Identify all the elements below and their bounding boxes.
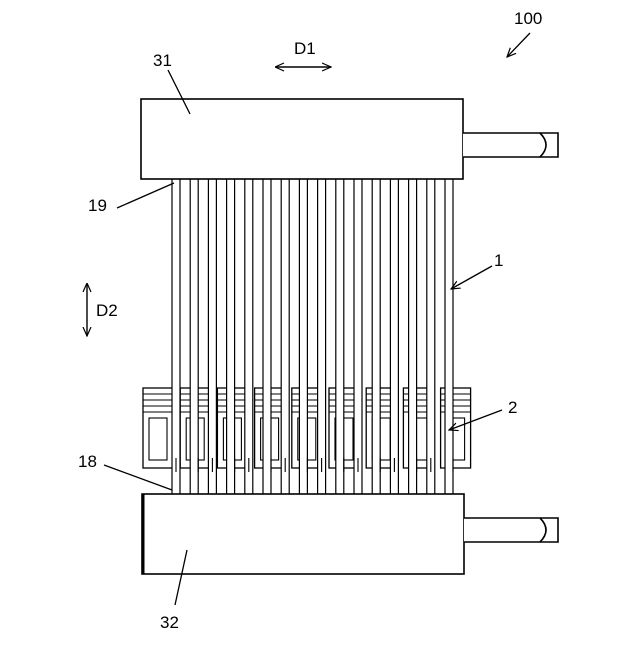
tube	[390, 179, 398, 494]
tube-fill	[336, 179, 344, 494]
tube	[227, 179, 235, 494]
label-1: 1	[494, 251, 503, 270]
label-31: 31	[153, 51, 172, 70]
tube-fill	[409, 179, 417, 494]
tube-fill	[427, 179, 435, 494]
label-100: 100	[514, 9, 542, 28]
label-19: 19	[88, 196, 107, 215]
tube	[318, 179, 326, 494]
tube-fill	[208, 179, 216, 494]
fin-module	[143, 388, 173, 468]
tube	[372, 179, 380, 494]
label-d1: D1	[294, 39, 316, 58]
tube	[445, 179, 453, 494]
tube-fill	[372, 179, 380, 494]
tube	[336, 179, 344, 494]
tube	[409, 179, 417, 494]
tube-fill	[281, 179, 289, 494]
tube	[299, 179, 307, 494]
tube	[245, 179, 253, 494]
tube-fill	[263, 179, 271, 494]
tube-fill	[172, 179, 180, 494]
tube	[354, 179, 362, 494]
tube	[172, 179, 180, 494]
upper-header	[141, 99, 558, 179]
upper-outlet-pipe	[463, 133, 558, 157]
tube	[281, 179, 289, 494]
tube-fill	[190, 179, 198, 494]
label-18: 18	[78, 452, 97, 471]
label-d2: D2	[96, 301, 118, 320]
tube	[190, 179, 198, 494]
label-2: 2	[508, 398, 517, 417]
tube-fill	[227, 179, 235, 494]
tube	[427, 179, 435, 494]
lower-outlet-pipe	[464, 518, 558, 542]
leader-100	[507, 33, 530, 57]
tube-fill	[318, 179, 326, 494]
leader-18	[104, 465, 172, 490]
tube-fill	[299, 179, 307, 494]
fin-cavity	[149, 418, 167, 460]
tube-fill	[390, 179, 398, 494]
tube	[263, 179, 271, 494]
tube	[208, 179, 216, 494]
label-32: 32	[160, 613, 179, 632]
leader-19	[117, 183, 174, 208]
tube-fill	[445, 179, 453, 494]
leader-1	[451, 266, 492, 289]
lower-header	[142, 494, 558, 574]
tube-fill	[245, 179, 253, 494]
tube-fill	[354, 179, 362, 494]
